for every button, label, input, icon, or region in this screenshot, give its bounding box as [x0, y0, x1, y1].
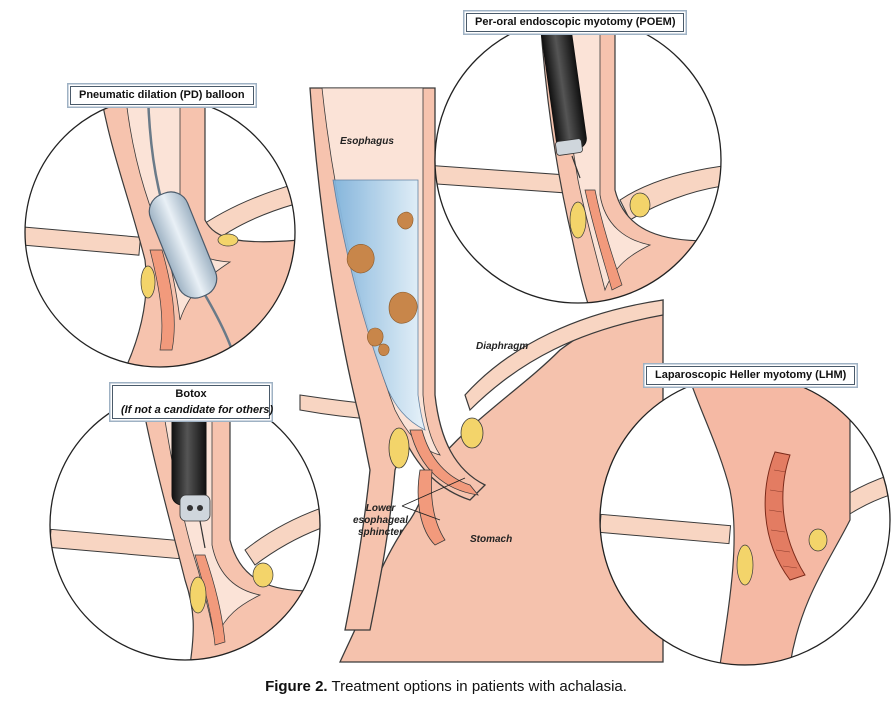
central-anatomy	[299, 87, 664, 663]
fat-pad-left	[388, 427, 410, 469]
figure-caption: Figure 2. Treatment options in patients …	[0, 678, 892, 695]
fat-pad-right	[460, 417, 484, 449]
les-label-line3: sphincter	[358, 527, 404, 538]
les-muscle	[409, 429, 479, 496]
caption-text: Treatment options in patients with achal…	[327, 678, 627, 695]
pd-panel	[24, 96, 296, 368]
botox-title: Botox	[175, 388, 207, 400]
poem-panel	[434, 16, 722, 304]
esophagus-label: Esophagus	[340, 136, 394, 147]
botox-label: Botox (If not a candidate for others)	[112, 385, 274, 419]
diaphragm	[464, 299, 664, 412]
stomach	[338, 299, 664, 663]
stomach-label: Stomach	[470, 534, 513, 545]
pd-balloon	[148, 191, 218, 299]
les-label-line2: esophageal	[353, 515, 409, 526]
lhm-label: Laparoscopic Heller myotomy (LHM)	[646, 366, 856, 385]
botox-panel	[49, 389, 321, 661]
poem-label: Per-oral endoscopic myotomy (POEM)	[466, 13, 685, 32]
diaphragm-label: Diaphragm	[476, 341, 529, 352]
caption-label: Figure 2.	[265, 678, 328, 695]
lhm-panel	[599, 374, 891, 666]
botox-endoscope	[171, 409, 207, 506]
food-particles	[346, 211, 418, 356]
les-pointer	[401, 477, 466, 507]
lhm-myotomy-incision	[764, 451, 806, 581]
botox-note: (If not a candidate for others)	[121, 404, 274, 416]
les-muscle-left	[417, 469, 446, 546]
les-pointer-2	[401, 505, 441, 521]
pd-label: Pneumatic dilation (PD) balloon	[70, 86, 254, 105]
les-label: Lower esophageal sphincter	[353, 503, 408, 539]
les-label-line1: Lower	[365, 503, 396, 514]
